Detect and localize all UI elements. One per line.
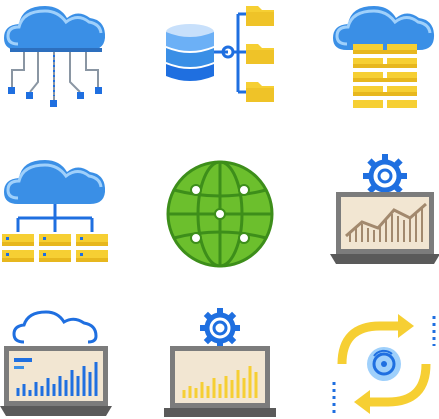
globe-network-icon bbox=[164, 158, 276, 270]
cloud-network-icon bbox=[0, 0, 110, 110]
database-folders-icon bbox=[158, 0, 278, 110]
cloud-hierarchy-icon bbox=[0, 152, 110, 267]
laptop-gear-chart-icon bbox=[330, 152, 439, 267]
monitor-gear-chart-icon bbox=[164, 306, 276, 419]
laptop-cloud-chart-icon bbox=[0, 306, 112, 419]
cloud-server-icon bbox=[329, 0, 439, 110]
sync-arrows-icon bbox=[330, 310, 439, 419]
